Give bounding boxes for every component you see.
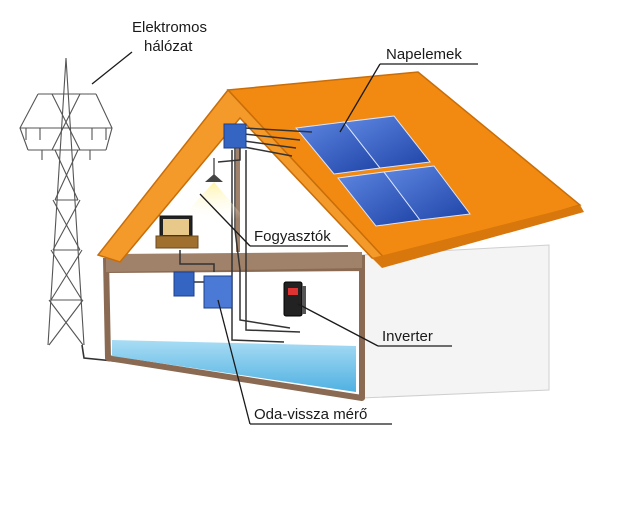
power-pylon xyxy=(19,57,113,346)
label-grid-line2: hálózat xyxy=(144,38,193,55)
label-inverter: Inverter xyxy=(297,303,452,347)
solar-panels xyxy=(295,115,471,227)
label-meter: Oda-vissza mérő xyxy=(217,299,392,425)
tv-consumer xyxy=(155,215,199,249)
house-side-wall xyxy=(361,244,550,399)
junction-box xyxy=(223,123,247,149)
label-consumers-text: Fogyasztók xyxy=(254,228,331,245)
label-grid-line1: Elektromos xyxy=(132,19,207,36)
meter-box-right xyxy=(203,275,233,309)
label-inverter-text: Inverter xyxy=(382,328,433,345)
label-meter-text: Oda-vissza mérő xyxy=(254,406,367,423)
label-grid: Elektromos hálózat xyxy=(91,19,207,85)
ground-floor-water xyxy=(112,340,356,392)
roof-overhang xyxy=(372,205,584,268)
meter-box-left xyxy=(173,271,195,297)
label-panels: Napelemek xyxy=(339,46,478,133)
inverter-unit xyxy=(283,281,306,317)
panel-cables xyxy=(243,127,313,157)
label-consumers: Fogyasztók xyxy=(199,193,348,247)
upper-floor-slab xyxy=(106,252,362,272)
label-panels-text: Napelemek xyxy=(386,46,462,63)
